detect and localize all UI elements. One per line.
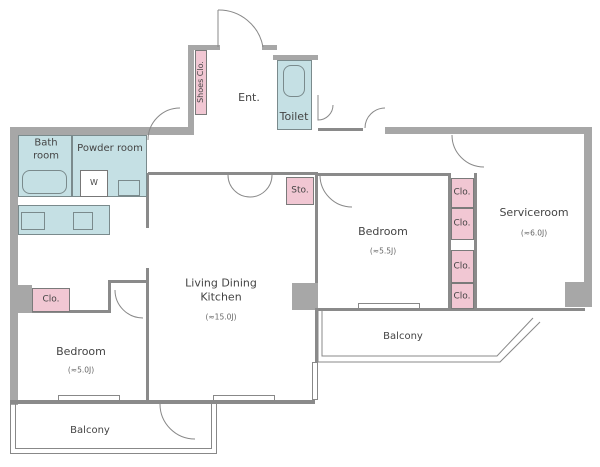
- bathtub-icon: [22, 170, 67, 194]
- sink-icon: [118, 180, 140, 196]
- wall-closets: [448, 173, 451, 309]
- wall-entry-left: [188, 45, 194, 135]
- closet-3-label: Clo.: [453, 261, 471, 272]
- wall-left: [10, 127, 18, 405]
- closet-2: [451, 208, 474, 240]
- wall-closets-right: [474, 173, 477, 309]
- washer-label: W: [90, 178, 98, 187]
- closet-4: [451, 283, 474, 309]
- window[interactable]: [312, 362, 318, 400]
- bath-room-label: Bath room: [33, 137, 59, 162]
- closet-1-label: Clo.: [453, 187, 471, 198]
- closet-1: [451, 178, 474, 208]
- wall-top-left: [10, 127, 190, 135]
- wall-top-mid: [318, 128, 363, 131]
- wall-bottom-left: [10, 400, 315, 404]
- closet-left: [32, 288, 70, 312]
- wall-closet-step2: [108, 280, 148, 283]
- toilet-fixture: [283, 65, 305, 97]
- balcony-left-area: [10, 404, 217, 454]
- balcony-left-inner: [15, 404, 212, 449]
- wall-entry-top2: [262, 45, 277, 50]
- ldk-size: (≈15.0J): [205, 312, 237, 322]
- serviceroom-size: (≈6.0J): [520, 228, 548, 238]
- wall-bed-bottom: [315, 308, 585, 311]
- wall-right-pillar: [565, 282, 592, 307]
- stove-icon: [21, 212, 45, 230]
- toilet-label: Toilet: [279, 110, 309, 124]
- window[interactable]: [213, 395, 275, 401]
- wall-ldk-right: [315, 173, 318, 363]
- powder-room-label: Powder room: [77, 142, 143, 154]
- bedroom-left-size: (≈5.0J): [67, 365, 95, 375]
- wall-top-right: [385, 127, 592, 134]
- serviceroom-label: Serviceroom: [499, 206, 569, 220]
- entrance-label: Ent.: [238, 91, 260, 105]
- storage-label: Sto.: [291, 185, 309, 196]
- bedroom-left-label: Bedroom: [56, 345, 106, 359]
- shoes-closet-label: Shoes Clo.: [196, 61, 205, 103]
- wall-ldk-pillar: [292, 283, 318, 310]
- window[interactable]: [58, 395, 120, 401]
- wall-ldk-left: [146, 173, 149, 228]
- wall-corner-pillar: [10, 285, 32, 313]
- wall-right: [584, 127, 592, 307]
- closet-left-label: Clo.: [42, 294, 60, 305]
- closet-4-label: Clo.: [453, 291, 471, 302]
- shoes-closet: [195, 50, 207, 115]
- wall-ldk-left2: [146, 268, 149, 403]
- balcony-right-label: Balcony: [383, 330, 423, 342]
- wall-bedroom-top: [316, 173, 451, 176]
- storage: [286, 177, 314, 205]
- closet-2-label: Clo.: [453, 218, 471, 229]
- washer-box: [80, 170, 108, 197]
- bedroom-right-size: (≈5.5J): [369, 246, 397, 256]
- wall-ldk-top: [148, 172, 318, 175]
- window[interactable]: [358, 303, 420, 309]
- wall-toilet: [273, 55, 318, 60]
- closet-3: [451, 250, 474, 283]
- wall-entry-top: [188, 45, 220, 50]
- kitchen-sink-icon: [73, 212, 93, 230]
- balcony-left-label: Balcony: [70, 424, 110, 436]
- bedroom-right-label: Bedroom: [358, 225, 408, 239]
- ldk-label: Living Dining Kitchen: [185, 276, 257, 303]
- wall-closet-step: [108, 280, 111, 313]
